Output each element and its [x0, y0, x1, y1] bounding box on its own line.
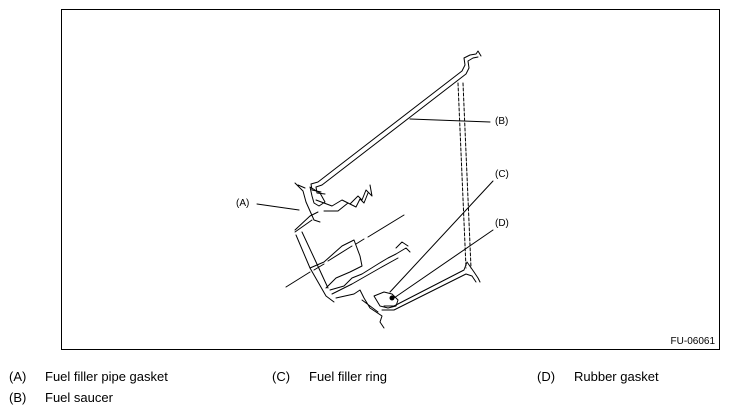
figure-id: FU-06061	[670, 336, 715, 347]
legend-text: Fuel filler pipe gasket	[45, 369, 168, 384]
legend-text: Fuel saucer	[45, 390, 113, 405]
filler-pipe-body	[294, 211, 411, 329]
callout-a-label: (A)	[236, 198, 250, 209]
figure-frame: (A) (B) (C) (D) FU-06061	[61, 9, 720, 350]
callout-a-leader	[256, 203, 300, 211]
callout-d-label: (D)	[495, 218, 509, 229]
filler-pipe-gasket	[294, 182, 373, 223]
callout-d-leader	[393, 229, 494, 299]
legend-code: (B)	[9, 390, 27, 405]
center-axis-line	[285, 214, 405, 288]
filler-ring	[373, 291, 399, 309]
legend-text: Rubber gasket	[574, 369, 659, 384]
dashed-guide-line	[457, 82, 472, 269]
callout-b-label: (B)	[495, 116, 509, 127]
callout-c-leader	[389, 180, 494, 293]
callout-b-leader	[409, 118, 491, 123]
fuel-saucer-upper-panel	[310, 50, 482, 195]
legend: (A) Fuel filler pipe gasket (C) Fuel fil…	[0, 360, 730, 413]
callout-c-label: (C)	[495, 169, 509, 180]
legend-code: (C)	[272, 369, 291, 384]
legend-text: Fuel filler ring	[309, 369, 388, 384]
fuel-saucer-diagram	[256, 50, 494, 329]
legend-code: (A)	[9, 369, 27, 384]
legend-code: (D)	[537, 369, 556, 384]
